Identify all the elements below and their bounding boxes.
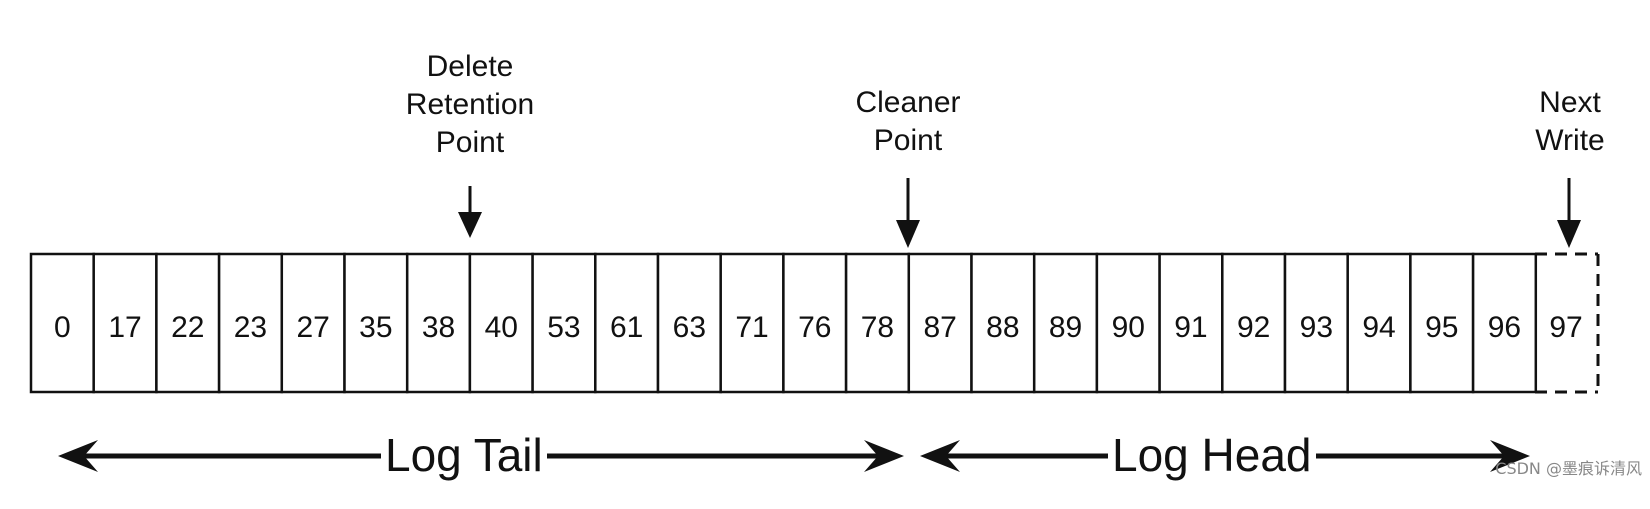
log-cell: 93: [1283, 252, 1349, 394]
log-cell: 76: [782, 252, 848, 394]
log-cell-offset: 78: [861, 311, 894, 344]
watermark: CSDN @墨痕诉清风: [1495, 459, 1642, 478]
log-cell-box: [970, 252, 1036, 394]
log-cell: 23: [217, 252, 284, 394]
cleaner-point-arrow: [896, 178, 920, 248]
log-cell-offset: 91: [1174, 311, 1207, 344]
log-cell-offset: 92: [1237, 311, 1270, 344]
delete-retention-point-label: Delete Retention Point: [405, 50, 535, 159]
log-cell-box: [92, 252, 158, 394]
log-cell-box: [1471, 252, 1538, 394]
log-cell: 63: [656, 252, 722, 394]
log-cell-box: [594, 252, 660, 394]
log-cell-offset: 23: [234, 311, 267, 344]
log-cell: 96: [1471, 252, 1538, 394]
log-cell-box: [155, 252, 221, 394]
log-cell: 87: [907, 252, 973, 394]
log-cell: 89: [1032, 252, 1099, 394]
next-offset-text: 97: [1549, 311, 1582, 344]
log-cell: 78: [844, 252, 911, 394]
log-cell-box: [782, 252, 848, 394]
log-cell-offset: 53: [547, 311, 580, 344]
log-cell-offset: 95: [1425, 311, 1458, 344]
log-cell: 88: [970, 252, 1036, 394]
log-cell: 38: [405, 252, 472, 394]
log-cell: 22: [155, 252, 221, 394]
log-cell-offset: 22: [171, 311, 204, 344]
log-cell-offset: 90: [1112, 311, 1145, 344]
log-cell-box: [844, 252, 911, 394]
next-write-cell: 97: [1535, 252, 1600, 394]
log-cell-offset: 89: [1049, 311, 1082, 344]
log-cell: 91: [1158, 252, 1224, 394]
log-cell: 40: [468, 252, 534, 394]
log-cell-offset: 96: [1488, 311, 1521, 344]
log-cell-offset: 0: [54, 311, 71, 344]
delete-retention-arrow: [458, 186, 482, 238]
log-cell: 95: [1409, 252, 1475, 394]
log-cell-offset: 61: [610, 311, 643, 344]
log-cell-offset: 27: [296, 311, 329, 344]
log-cell-box: [405, 252, 472, 394]
log-cell: 27: [280, 252, 346, 394]
log-cell: 94: [1346, 252, 1412, 394]
log-cell-offset: 76: [798, 311, 831, 344]
log-cell: 17: [92, 252, 158, 394]
log-cell-box: [1283, 252, 1349, 394]
cleaner-point-label: Cleaner Point: [855, 86, 961, 157]
log-cell: 92: [1221, 252, 1287, 394]
log-cell-box: [1095, 252, 1161, 394]
log-cell-box: [343, 252, 409, 394]
log-cell-box: [719, 252, 785, 394]
log-cell-offset: 35: [359, 311, 392, 344]
log-head-label: Log Head: [1108, 430, 1316, 480]
log-cell-box: [1158, 252, 1224, 394]
log-cell: 53: [531, 252, 597, 394]
log-cell: 90: [1095, 252, 1161, 394]
log-cell-offset: 87: [923, 311, 956, 344]
log-cells: 0 17 22 23 27 35 38 40 53 61 63 71 76 78 87 88 89 90 91 92 9…: [29, 252, 1538, 394]
log-cell-offset: 40: [485, 311, 518, 344]
log-cell-offset: 63: [673, 311, 706, 344]
log-cell-box: [1346, 252, 1412, 394]
log-cell-offset: 38: [422, 311, 455, 344]
log-cell-box: [531, 252, 597, 394]
log-tail-label: Log Tail: [381, 430, 547, 480]
log-cell-offset: 94: [1362, 311, 1395, 344]
log-cell-box: [29, 252, 95, 394]
log-cell-offset: 17: [108, 311, 141, 344]
log-cell-box: [468, 252, 534, 394]
log-cell-offset: 93: [1300, 311, 1333, 344]
log-cell: 35: [343, 252, 409, 394]
log-cell-box: [280, 252, 346, 394]
log-cell-box: [1221, 252, 1287, 394]
log-cell: 61: [594, 252, 660, 394]
log-cell-offset: 71: [735, 311, 768, 344]
log-cell: 0: [29, 252, 95, 394]
log-cell-offset: 88: [986, 311, 1019, 344]
next-write-arrow: [1557, 178, 1581, 248]
next-write-label: Next Write: [1535, 86, 1605, 157]
log-cell: 71: [719, 252, 785, 394]
log-cell-box: [1409, 252, 1475, 394]
log-cell-box: [1032, 252, 1099, 394]
